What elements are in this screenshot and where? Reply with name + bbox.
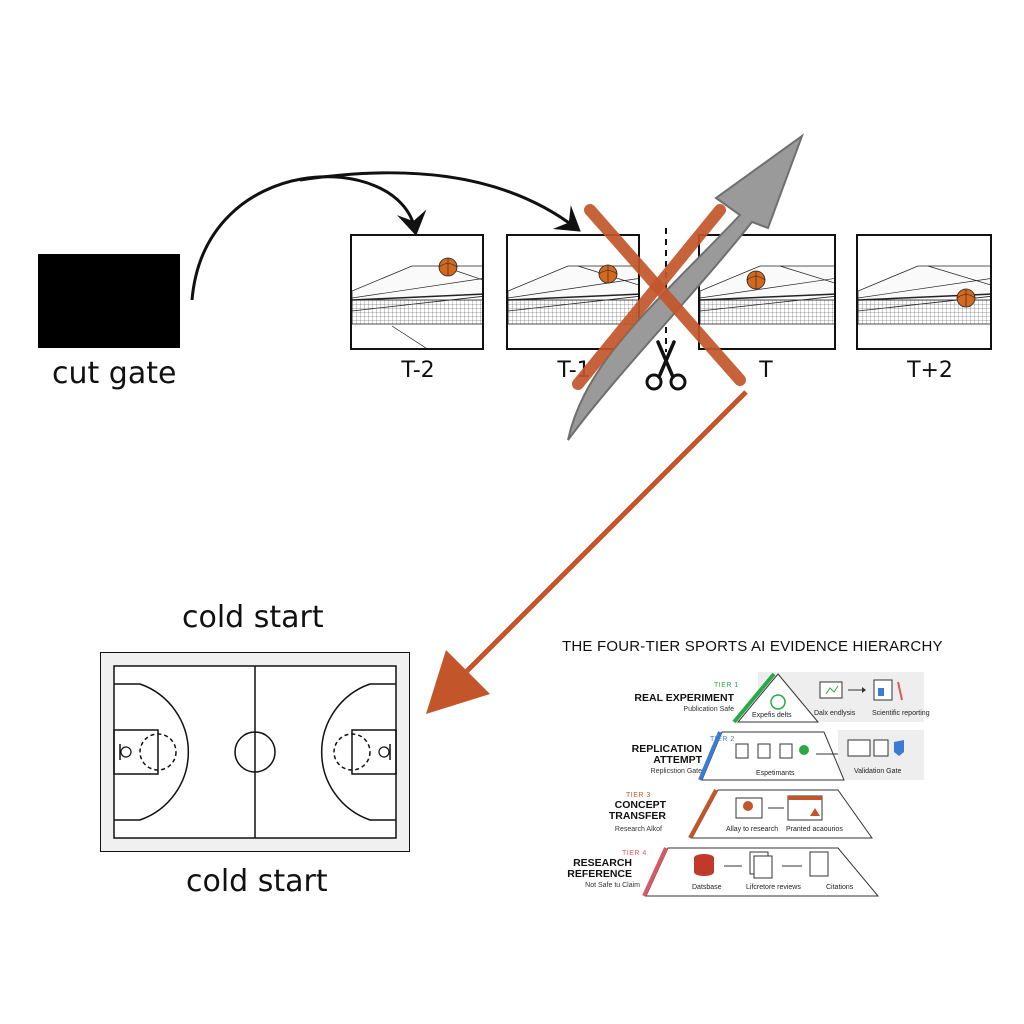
tier1-step-icons: [819, 679, 903, 701]
tier-step: Scientific reporting: [872, 710, 930, 717]
tier-number: TIER 2: [710, 736, 735, 743]
frame-label: T-2: [401, 358, 435, 383]
tier-name: REPLICATION ATTEMPT: [631, 743, 702, 766]
tier-step: Citations: [826, 884, 854, 891]
cross-line-a: [584, 204, 746, 386]
tier-step: Expefis delts: [752, 712, 792, 719]
court-net-scene: [352, 257, 482, 348]
frame-t-minus-1: [506, 234, 640, 350]
cross-line-b: [572, 204, 726, 390]
court-net-scene: [700, 265, 834, 325]
tier-name: RESEARCH REFERENCE: [567, 857, 632, 880]
tier-number: TIER 1: [714, 682, 739, 689]
tier-step: Allay to research: [726, 826, 779, 833]
tier-name: REAL EXPERIMENT: [634, 692, 734, 704]
black-box: [38, 254, 180, 348]
tier-step: Validation Gate: [854, 768, 902, 775]
frame-label: T: [759, 358, 773, 383]
frame-t-plus-2: [856, 234, 992, 350]
orange-arrow-shaft: [456, 390, 748, 682]
tier-subtitle: Publication Safe: [683, 706, 734, 713]
scissors-icon: [645, 340, 687, 391]
tier-subtitle: Replicstion Gate: [650, 768, 702, 775]
court-net-scene: [858, 265, 990, 325]
orange-arrow-head: [426, 650, 490, 714]
court-net-scene: [508, 264, 638, 325]
tier-1: TIER 1 REAL EXPERIMENT Publication Safe …: [560, 672, 930, 724]
tier-3: TIER 3 CONCEPT TRANSFER Research Alkof A…: [560, 788, 930, 840]
basketball-court: [100, 652, 410, 852]
tier-2: TIER 2 REPLICATION ATTEMPT Replicstion G…: [560, 730, 930, 782]
tier-step: Pranted acaourios: [786, 826, 843, 833]
tier-number: TIER 4: [622, 850, 647, 857]
cut-gate-label: cut gate: [52, 356, 177, 391]
tier-number: TIER 3: [626, 792, 651, 799]
tier-subtitle: Not Safe tu Claim: [585, 882, 640, 889]
curved-arrow-short: [190, 175, 427, 301]
tier-step: Lifcretore reviews: [746, 884, 801, 891]
tier-subtitle: Research Alkof: [614, 826, 662, 833]
tier-name: CONCEPT TRANSFER: [608, 799, 666, 822]
frame-label: T+2: [907, 358, 953, 383]
tier-step: Dalx endlysis: [814, 710, 856, 717]
curved-arrow-long: [299, 171, 581, 232]
tier-4: TIER 4 RESEARCH REFERENCE Not Safe tu Cl…: [560, 846, 930, 898]
frame-t: [698, 234, 836, 350]
tier-step: Espetimants: [756, 770, 795, 777]
hierarchy-title: THE FOUR-TIER SPORTS AI EVIDENCE HIERARC…: [562, 638, 943, 655]
gray-arrow: [567, 133, 805, 441]
frame-t-minus-2: [350, 234, 484, 350]
cold-start-top-label: cold start: [182, 600, 324, 635]
tier-step: Datsbase: [692, 884, 722, 891]
cold-start-bottom-label: cold start: [186, 864, 328, 899]
